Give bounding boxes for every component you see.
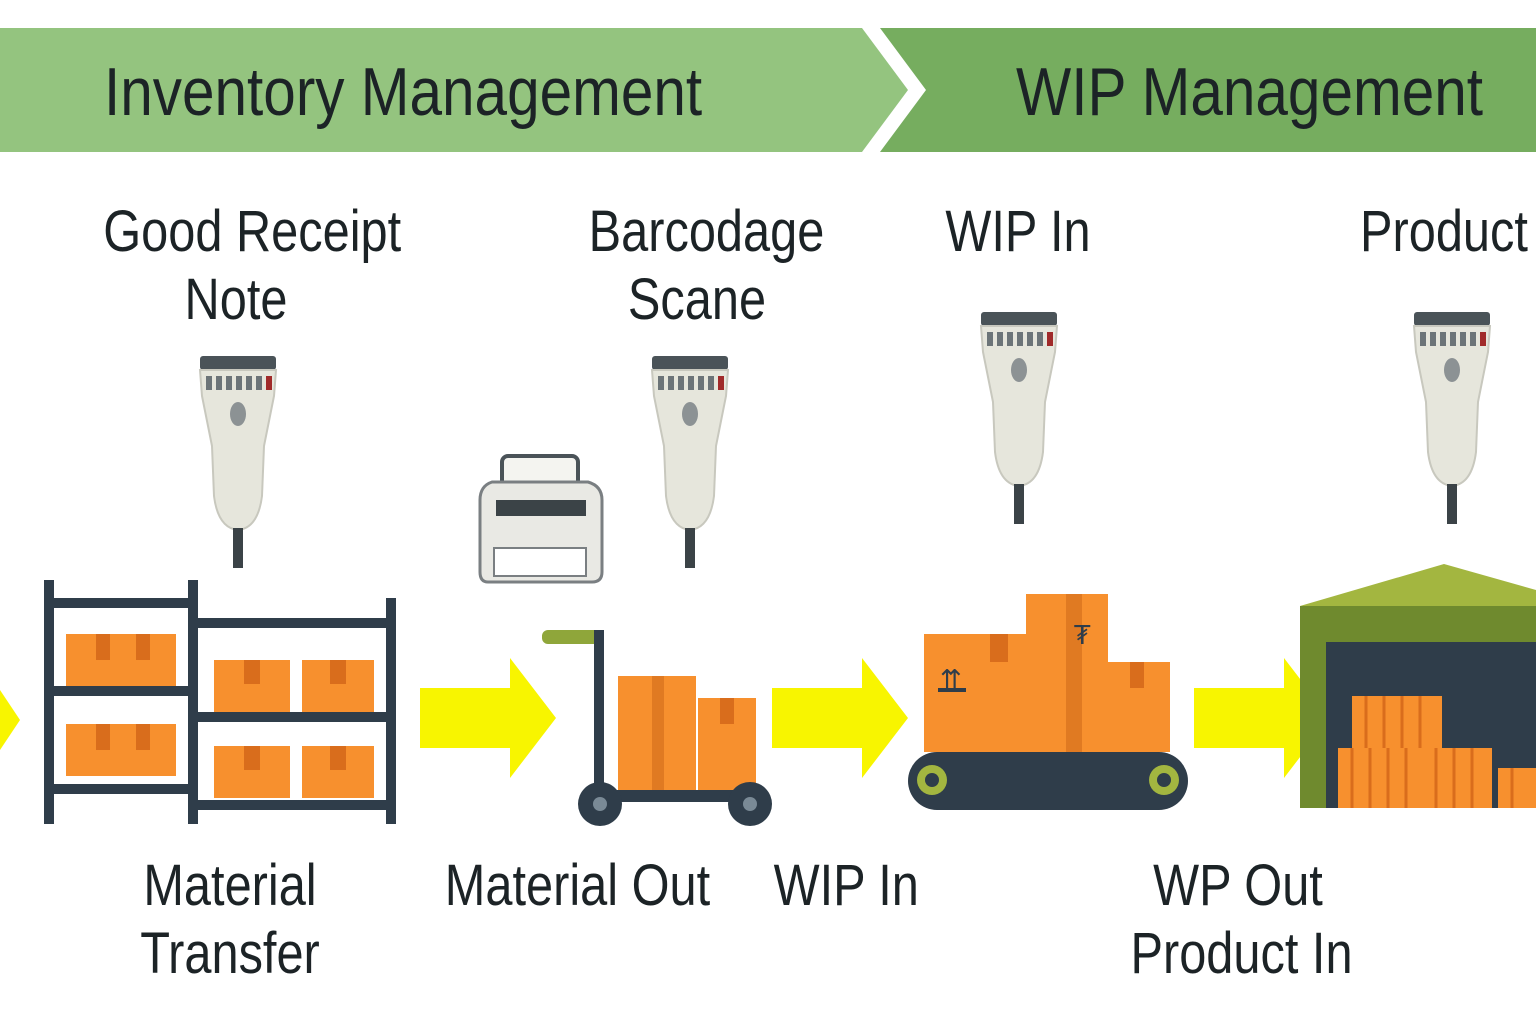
warehouse-icon bbox=[1300, 564, 1536, 808]
arrow-icon-start bbox=[0, 690, 20, 750]
inventory-management-title: Inventory Management bbox=[104, 54, 703, 130]
label-material-transfer: Material Transfer bbox=[131, 852, 329, 988]
label-product-top: Product bbox=[1360, 199, 1528, 264]
label-barcodage-scane: Barcodage Scane bbox=[588, 198, 825, 334]
label-wip-in-top: WIP In bbox=[945, 199, 1091, 264]
printer-icon bbox=[478, 454, 604, 584]
scanner-icon-barcode bbox=[651, 355, 729, 569]
hand-truck-icon bbox=[542, 630, 772, 826]
shelf-rack-icon bbox=[44, 580, 396, 824]
scanner-icon-product bbox=[1413, 311, 1491, 525]
label-wp-out-product-in: WP Out Product In bbox=[1130, 852, 1353, 988]
wip-management-title: WIP Management bbox=[1016, 54, 1483, 130]
label-material-transfer-line1: Material bbox=[143, 853, 317, 918]
label-wp-out-line1: WP Out bbox=[1153, 853, 1323, 918]
label-barcode-line1: Barcodage bbox=[588, 199, 825, 264]
svg-text:₮: ₮ bbox=[1074, 621, 1091, 651]
svg-text:⇈: ⇈ bbox=[940, 665, 962, 695]
label-material-out: Material Out bbox=[444, 853, 711, 918]
label-wip-in-bottom: WIP In bbox=[773, 853, 919, 918]
label-material-transfer-line2: Transfer bbox=[140, 921, 320, 986]
conveyor-icon: ⇈ ₮ bbox=[908, 594, 1188, 810]
scanner-icon-wip-in bbox=[980, 311, 1058, 525]
process-banner bbox=[0, 28, 1536, 152]
scanner-icon-good-receipt bbox=[199, 355, 277, 569]
wip-banner-segment bbox=[880, 28, 1536, 152]
label-wp-out-line2: Product In bbox=[1130, 921, 1353, 986]
inventory-banner-segment bbox=[0, 28, 908, 152]
label-barcode-line2: Scane bbox=[627, 267, 767, 332]
label-good-receipt-line2: Note bbox=[184, 267, 288, 332]
label-good-receipt-note: Good Receipt Note bbox=[103, 198, 402, 334]
label-good-receipt-line1: Good Receipt bbox=[103, 199, 402, 264]
arrow-icon-1 bbox=[420, 658, 556, 778]
arrow-icon-2 bbox=[772, 658, 908, 778]
